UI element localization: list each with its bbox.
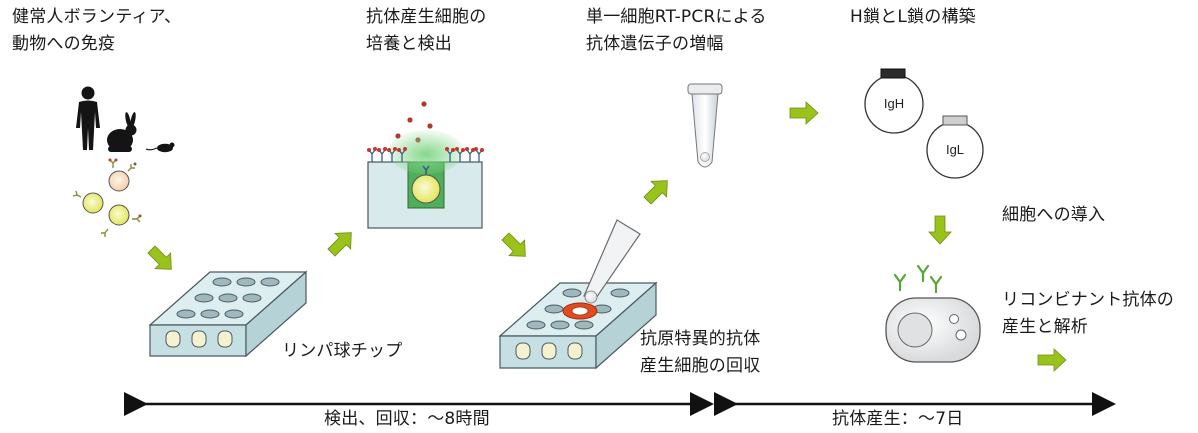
igh-label: IgH — [884, 96, 904, 111]
arrow-to-chip-icon — [147, 245, 172, 270]
mouse-icon — [145, 142, 175, 153]
recombinant-label: リコンビナント抗体の 産生と解析 — [1002, 287, 1174, 341]
culture-label-line2: 培養と検出 — [366, 34, 452, 54]
source-label-line1: 健常人ボランティア、 — [12, 7, 182, 27]
step-arrows — [147, 101, 1067, 372]
recombinant-label-line1: リコンビナント抗体の — [1002, 290, 1174, 310]
collection-chip — [498, 281, 658, 370]
culture-well — [367, 101, 484, 229]
igl-plasmid — [926, 115, 984, 179]
arrow-to-culture-icon — [327, 232, 352, 257]
rtpcr-label-line2: 抗体遺伝子の増幅 — [586, 34, 724, 54]
pipette-icon — [583, 219, 641, 304]
collect-label-line1: 抗原特異的抗体 — [640, 329, 761, 349]
source-label-line2: 動物への免疫 — [12, 34, 116, 54]
arrow-to-tube-icon — [643, 180, 668, 205]
igl-label: IgL — [946, 142, 964, 157]
human-icon — [76, 86, 100, 150]
rtpcr-label: 単一細胞RT-PCRによる 抗体遺伝子の増幅 — [586, 4, 767, 58]
rtpcr-label-line1: 単一細胞RT-PCRによる — [586, 7, 767, 27]
collect-label: 抗原特異的抗体 産生細胞の回収 — [640, 326, 760, 380]
arrow-to-collect-icon — [501, 232, 526, 257]
arrow-to-introduce-icon — [928, 215, 952, 245]
introduce-label: 細胞への導入 — [1002, 205, 1106, 225]
source-cells — [72, 158, 142, 237]
rabbit-icon — [107, 112, 137, 152]
igh-plasmid — [864, 68, 924, 134]
collect-label-line2: 産生細胞の回収 — [640, 356, 761, 376]
chip-label: リンパ球チップ — [282, 341, 403, 361]
recombinant-label-line2: 産生と解析 — [1002, 317, 1088, 337]
pcr-tube-icon — [687, 83, 723, 168]
producer-cell — [885, 264, 981, 363]
construct-label: H鎖とL鎖の構築 — [850, 7, 976, 27]
source-label: 健常人ボランティア、 動物への免疫 — [12, 4, 181, 58]
culture-label-line1: 抗体産生細胞の — [366, 7, 487, 27]
lymphocyte-chip — [148, 270, 308, 358]
arrow-to-analysis-icon — [1037, 348, 1067, 372]
arrow-to-construct-icon — [789, 101, 819, 125]
culture-label: 抗体産生細胞の 培養と検出 — [366, 4, 486, 58]
